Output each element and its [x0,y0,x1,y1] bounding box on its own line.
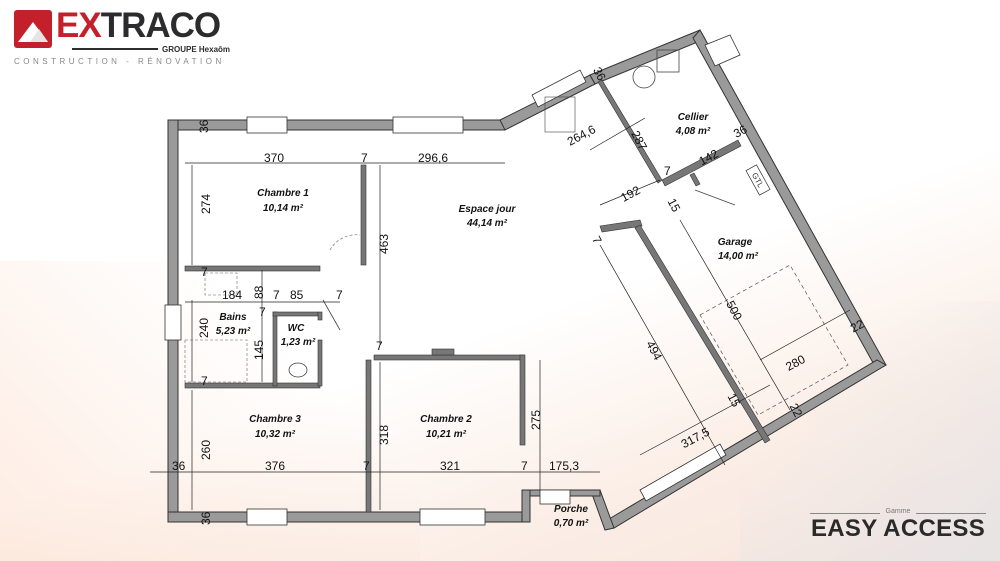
room-area-chambre-2: 10,21 m² [426,429,467,440]
room-area-bains: 5,23 m² [216,326,251,337]
car-outline [699,264,849,416]
logo-divider [72,48,158,50]
outer-walls [167,29,888,531]
dim-label: 275 [529,410,543,430]
water-heater-icon [632,65,656,89]
room-name-garage: Garage [718,237,753,248]
sink-icon [204,272,238,296]
dim-label: 7 [521,459,528,473]
room-name-chambre-2: Chambre 2 [420,414,472,425]
dim-label: 500 [723,298,745,323]
dim-label: 7 [363,459,370,473]
dim-label: 264,6 [565,122,598,149]
dim-label: 280 [783,352,808,374]
door-swing [329,234,361,251]
dim-label: 494 [643,338,665,363]
extraco-logo: EXTRACO GROUPE Hexaôm CONSTRUCTION - RÉN… [12,8,237,68]
room-area-espace-jour: 44,14 m² [466,218,508,229]
window [164,304,182,341]
window [246,508,288,526]
room-area-wc: 1,23 m² [281,337,316,348]
room-area-chambre-3: 10,32 m² [255,429,296,440]
room-labels: Chambre 1 10,14 m² Espace jour 44,14 m² … [216,112,759,529]
room-area-chambre-1: 10,14 m² [263,203,304,214]
dim-label: 296,6 [418,151,448,165]
dim-label: 321 [440,459,460,473]
dim-label: 317,5 [679,425,712,452]
mountain-logo-icon [14,10,52,48]
dim-label: 7 [664,164,671,178]
dim-label: 318 [377,425,391,445]
dim-label: 463 [377,234,391,254]
dim-label: 15 [725,391,744,410]
brand-group: GROUPE Hexaôm [162,45,231,54]
dim-label: 36 [172,459,186,473]
dim-label: 7 [273,288,280,302]
dim-label: 274 [199,194,213,214]
dimension-lines [150,117,851,510]
window [392,116,464,134]
dim-label: 36 [731,122,750,141]
dim-label: 192 [618,183,643,205]
door [322,299,341,331]
interior-walls [184,79,771,513]
windows [164,34,741,526]
dim-label: 7 [589,234,605,247]
room-name-porche: Porche [554,504,588,515]
door [694,189,736,206]
dimension-labels: 36 370 7 296,6 274 463 7 184 88 7 85 7 2… [172,65,867,525]
range-badge: Gamme EASY ACCESS [810,508,986,543]
garage-door [639,443,727,502]
background-shape [0,261,420,561]
dim-label: 7 [259,305,266,319]
brand-name: EXTRACO [56,6,221,45]
kitchen-sink-icon [544,96,576,133]
brand-name-dark: TRACO [100,6,221,45]
dim-label: 85 [290,288,304,302]
gtl-panel: GTL [745,164,771,196]
window [704,34,741,67]
dim-label: 175,3 [549,459,579,473]
brand-name-red: EX [56,6,102,45]
dim-label: 7 [376,339,383,353]
dim-label: 7 [201,265,208,279]
dim-label: 36 [590,65,609,84]
dim-label: 36 [197,119,211,133]
dim-label: 376 [265,459,285,473]
dim-label: 88 [252,285,266,299]
dim-label: 260 [199,440,213,460]
room-name-wc: WC [288,323,305,334]
dim-label: 22 [848,317,867,336]
window [246,116,288,134]
room-name-chambre-1: Chambre 1 [257,188,309,199]
dim-label: 370 [264,151,284,165]
room-name-cellier: Cellier [678,112,710,123]
dim-label: 15 [665,196,684,215]
dim-label: 240 [197,318,211,338]
dim-label: 36 [199,511,213,525]
shower-icon [184,339,248,383]
room-area-garage: 14,00 m² [718,251,759,262]
range-label: Gamme [810,508,986,515]
room-area-porche: 0,70 m² [554,518,589,529]
dim-label: 22 [787,401,806,420]
range-name: EASY ACCESS [810,515,986,542]
dim-label: 145 [252,340,266,360]
room-area-cellier: 4,08 m² [675,126,711,137]
window [419,508,486,526]
brand-tagline: CONSTRUCTION - RÉNOVATION [14,57,225,66]
dim-label: 184 [222,288,242,302]
room-name-espace-jour: Espace jour [459,204,517,215]
washing-machine-icon [656,49,680,73]
room-name-bains: Bains [219,312,247,323]
room-name-chambre-3: Chambre 3 [249,414,301,425]
dim-label: 7 [201,374,208,388]
dim-label: 7 [361,151,368,165]
toilet-icon [288,362,308,378]
dim-label: 7 [336,288,343,302]
fixtures: GTL [184,49,849,416]
window [531,69,587,108]
window [539,489,571,505]
